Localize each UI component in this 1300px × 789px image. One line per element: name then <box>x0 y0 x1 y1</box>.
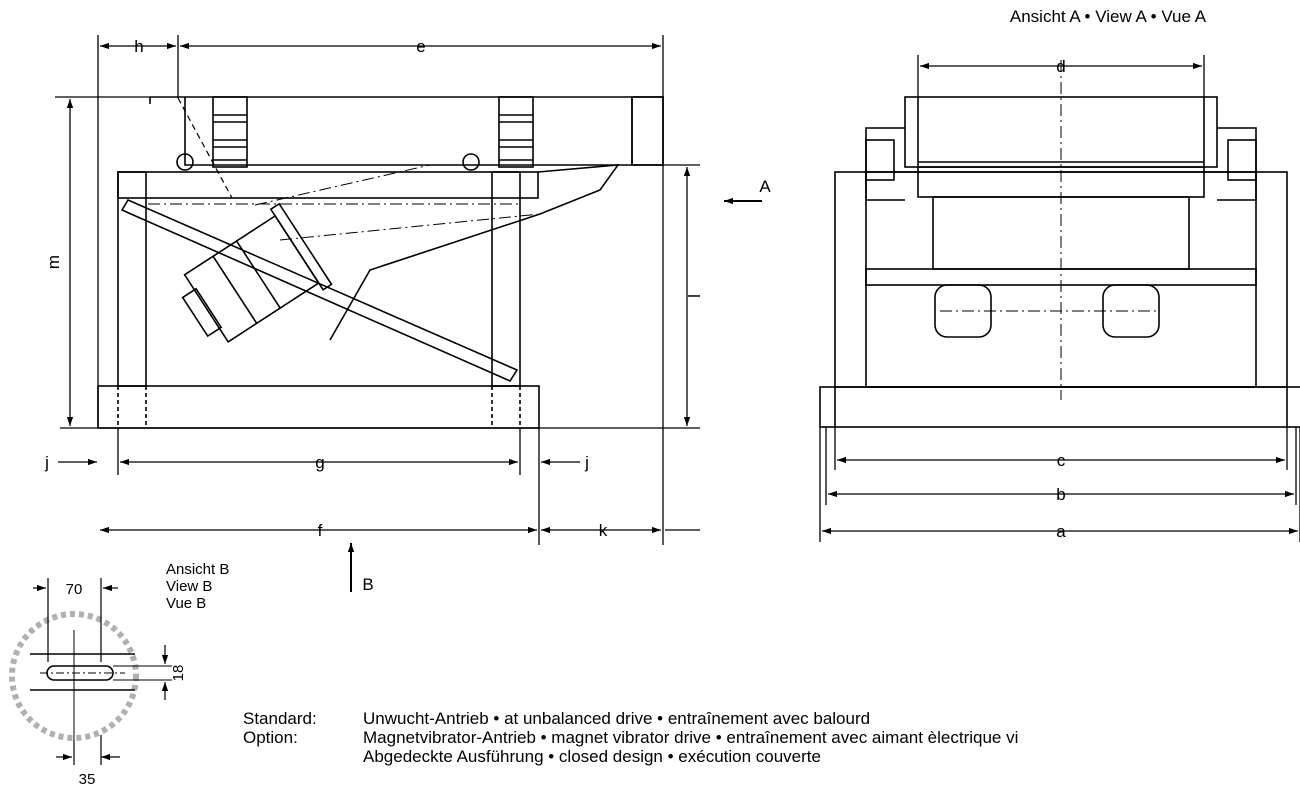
dim-label-c: c <box>1057 451 1066 470</box>
legend-option-row: Option: Magnetvibrator-Antrieb • magnet … <box>243 728 1300 747</box>
dim-label-d: d <box>1056 57 1065 76</box>
legend-option-row-2: Abgedeckte Ausführung • closed design • … <box>243 747 1300 766</box>
dim-label-l: l <box>685 294 704 298</box>
eyebolt-left <box>176 153 194 171</box>
eyebolt-right <box>462 153 480 171</box>
dim-label-m: m <box>44 255 63 269</box>
dim-label-h: h <box>134 37 143 56</box>
hopper-outlet <box>329 164 620 341</box>
view-b <box>9 578 172 765</box>
trough-body <box>149 96 664 166</box>
spring-left <box>212 96 248 168</box>
view-arrow-a-label: A <box>759 177 771 196</box>
view-b-title-en: View B <box>166 578 212 595</box>
legend-option-label: Option: <box>243 728 298 747</box>
dimension-labels: h e m l g f k j j d c b a 70 18 35 <box>44 37 1066 788</box>
view-a-dimensions <box>819 55 1300 542</box>
view-a-base <box>819 386 1300 428</box>
legend-standard-label: Standard: <box>243 709 317 728</box>
frame-top-rail <box>117 171 539 199</box>
side-view <box>97 96 664 429</box>
view-a-spring-left <box>865 127 905 201</box>
view-a <box>819 60 1300 428</box>
dim-label-a: a <box>1056 522 1066 541</box>
legend-standard-row: Standard: Unwucht-Antrieb • at unbalance… <box>243 709 1300 728</box>
dim-label-k: k <box>599 521 608 540</box>
view-a-title: Ansicht A • View A • Vue A <box>1010 7 1207 26</box>
spring-right <box>498 96 534 168</box>
legend: Standard: Unwucht-Antrieb • at unbalance… <box>243 709 1300 766</box>
view-arrow-b-label: B <box>362 575 373 594</box>
post-left <box>117 171 147 387</box>
vibration-motor <box>181 202 333 343</box>
legend-spacer <box>243 747 363 766</box>
dim-label-j-left: j <box>44 453 49 472</box>
base-frame <box>97 385 540 429</box>
view-labels: A B Ansicht A • View A • Vue A Ansicht B… <box>166 7 1207 612</box>
view-b-detail-circle <box>9 611 139 741</box>
dim-label-e: e <box>416 37 425 56</box>
dim-label-f: f <box>318 521 323 540</box>
view-b-title-de: Ansicht B <box>166 561 229 578</box>
legend-standard-text: Unwucht-Antrieb • at unbalanced drive • … <box>363 709 871 728</box>
dim-label-j-right: j <box>584 453 589 472</box>
dim-label-70: 70 <box>66 581 83 598</box>
motor-mount-plate <box>120 198 519 383</box>
legend-option-line-2: Abgedeckte Ausführung • closed design • … <box>363 747 821 766</box>
view-b-title-fr: Vue B <box>166 595 206 612</box>
dim-label-18: 18 <box>170 665 187 682</box>
trough-end-plate <box>631 96 664 166</box>
view-a-spring-right <box>1217 127 1257 201</box>
side-view-dimensions <box>55 35 762 592</box>
legend-option-line-1: Magnetvibrator-Antrieb • magnet vibrator… <box>363 728 1019 747</box>
dim-label-35: 35 <box>79 771 96 788</box>
dim-label-b: b <box>1056 485 1065 504</box>
dim-label-g: g <box>315 453 324 472</box>
